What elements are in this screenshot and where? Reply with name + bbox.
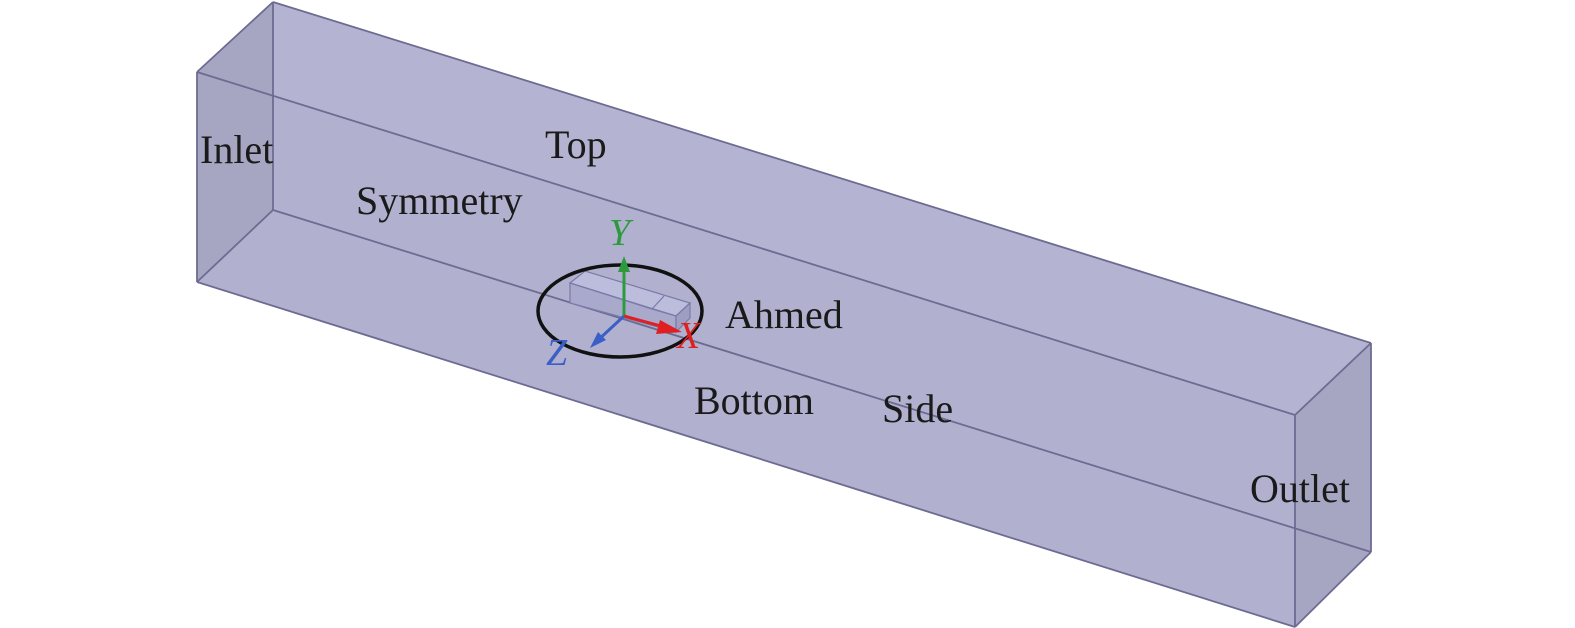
box-edges	[196, 1, 1372, 628]
label-ahmed: Ahmed	[725, 292, 843, 337]
label-bottom: Bottom	[694, 378, 814, 423]
top-face	[197, 2, 1371, 415]
label-symmetry: Symmetry	[356, 178, 523, 223]
z-axis-label: Z	[546, 332, 568, 374]
label-top: Top	[545, 122, 607, 167]
highlight-ellipse	[536, 263, 704, 359]
boundary-labels: Inlet Top Symmetry Ahmed Bottom Side Out…	[200, 122, 1350, 511]
y-arrowhead-icon	[618, 256, 630, 272]
z-arrowhead-icon	[590, 332, 606, 348]
outlet-face	[1295, 343, 1371, 627]
x-arrowhead-icon	[656, 320, 682, 334]
coordinate-axes: Y X Z	[546, 212, 702, 374]
label-inlet: Inlet	[200, 127, 273, 172]
computational-domain-box	[196, 1, 1372, 628]
y-axis-label: Y	[609, 212, 634, 254]
x-axis-label: X	[675, 315, 702, 357]
car-body-front	[675, 301, 691, 334]
label-outlet: Outlet	[1250, 466, 1350, 511]
label-side: Side	[882, 386, 953, 431]
side-face	[197, 72, 1295, 627]
inlet-face	[197, 2, 273, 282]
